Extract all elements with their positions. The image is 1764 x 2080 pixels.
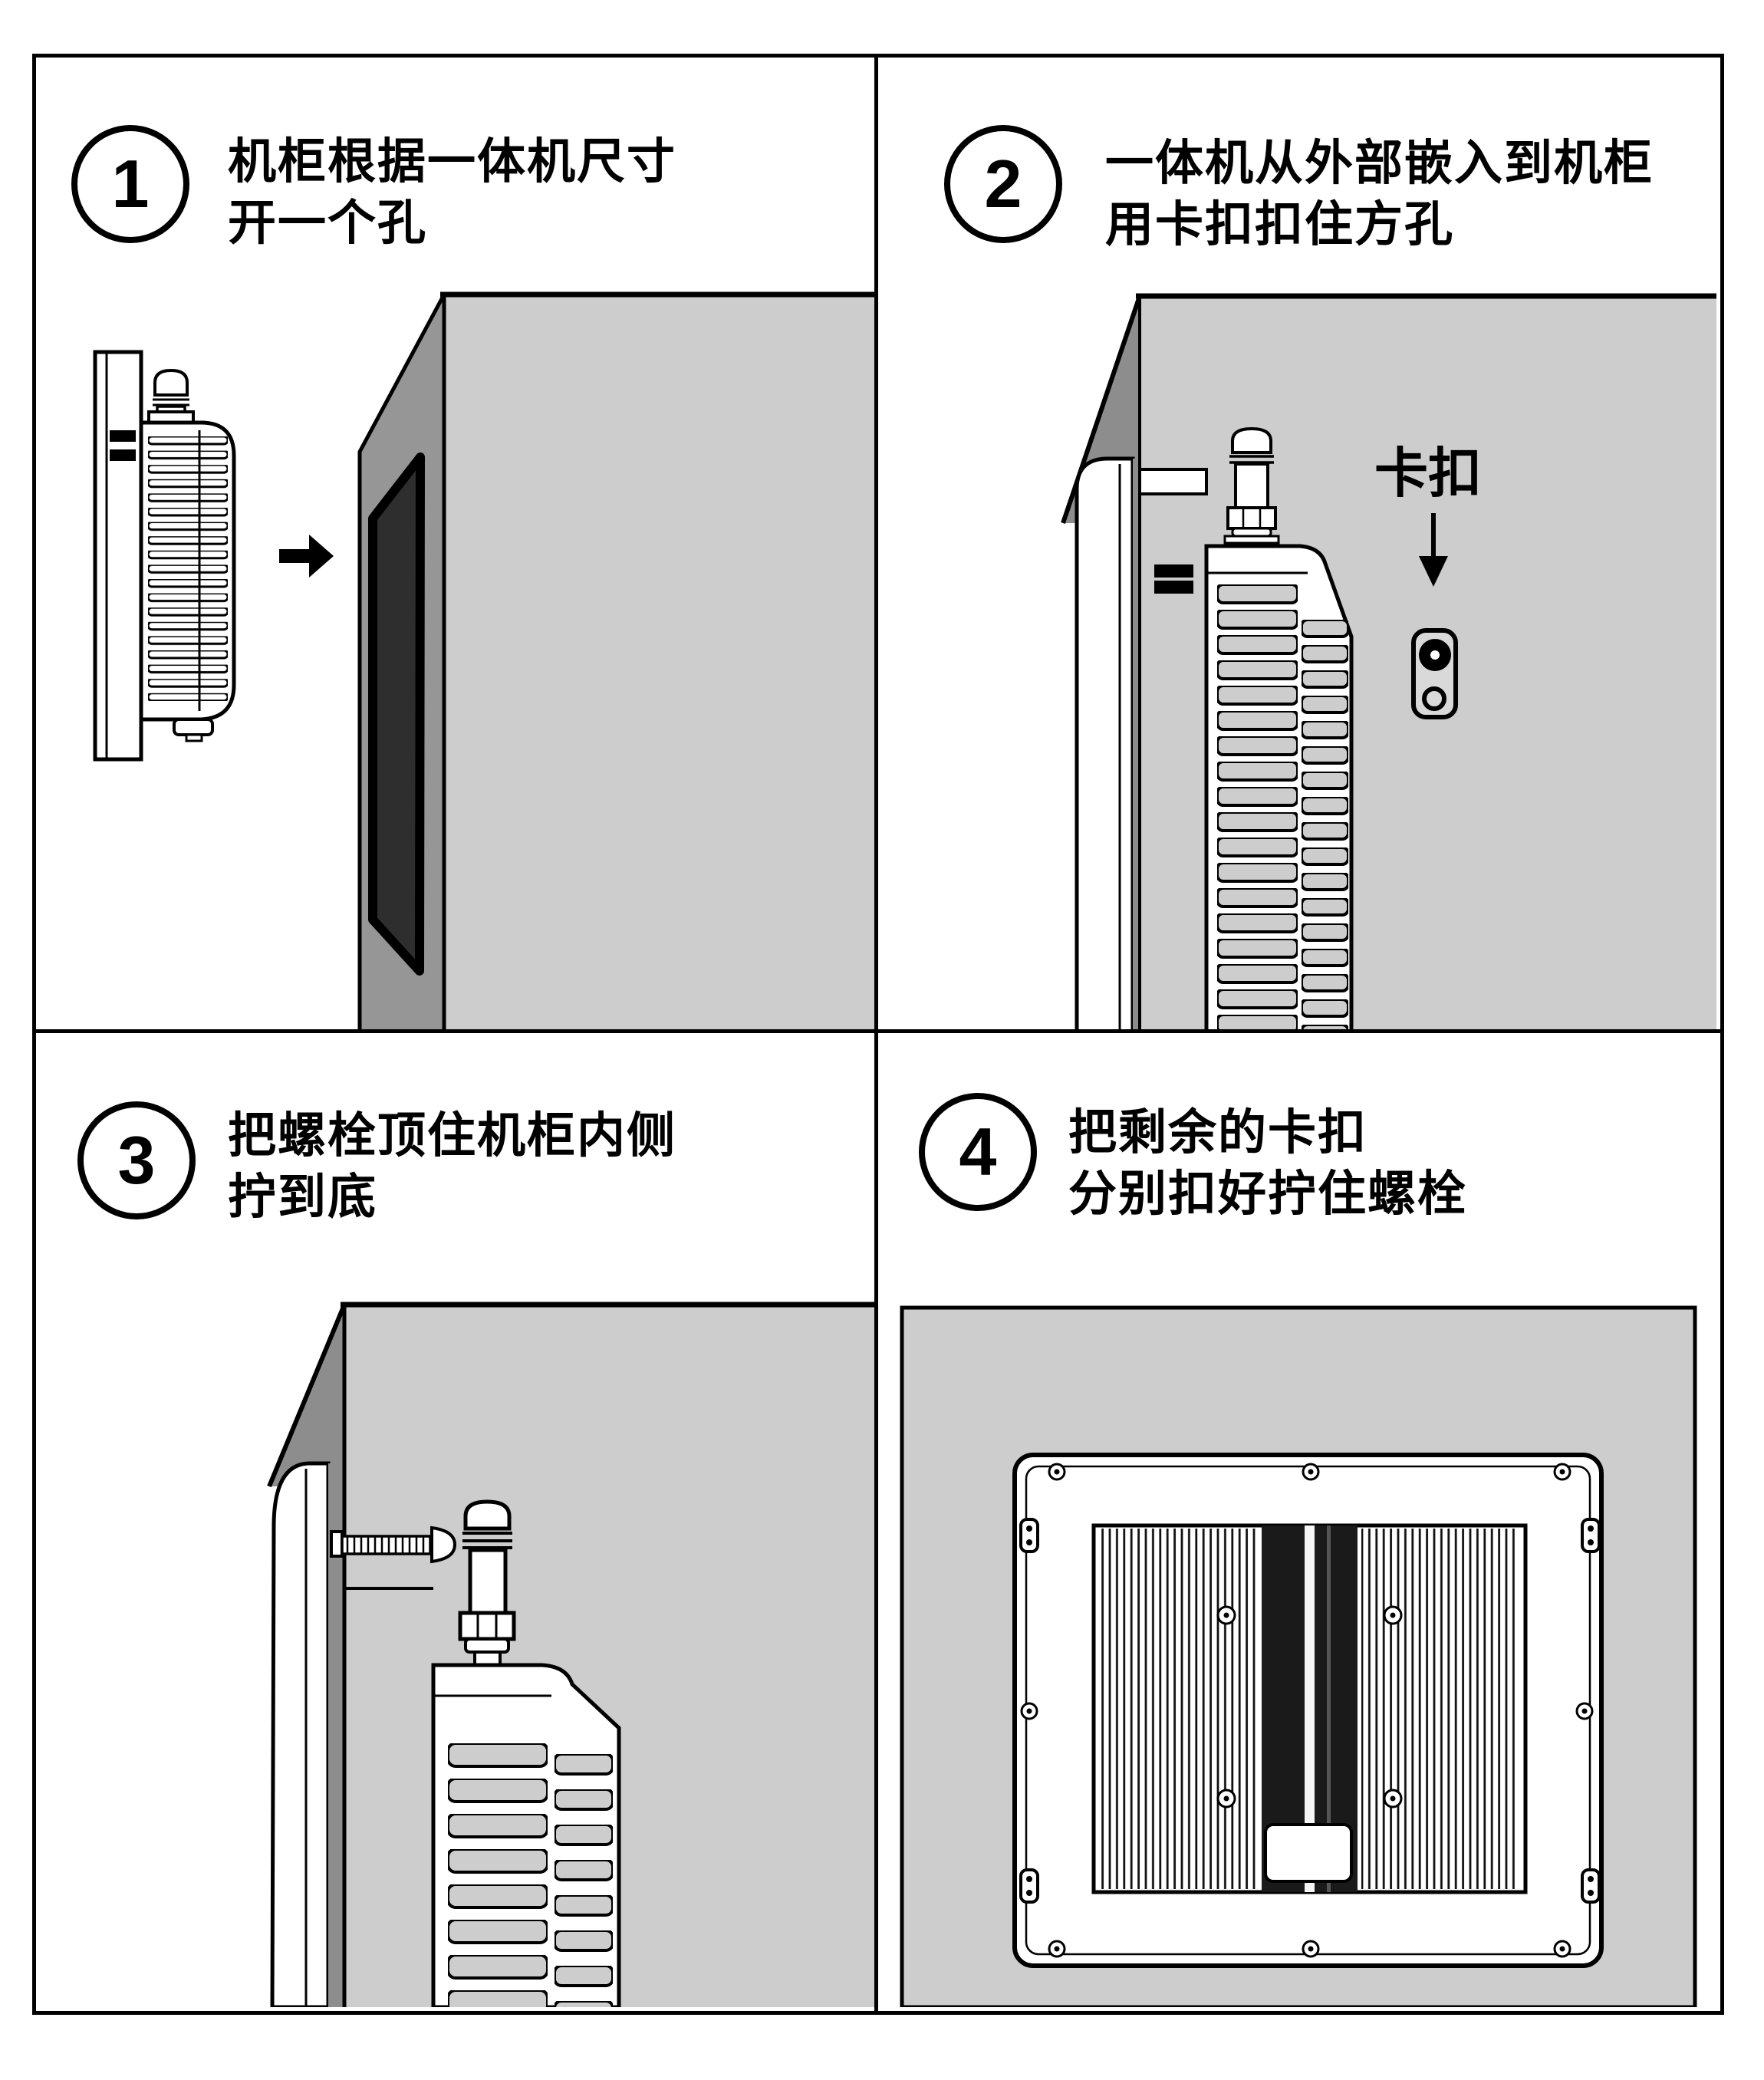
bezel-edge-outside — [1075, 456, 1135, 1029]
panel-pc-rear-view — [1012, 1453, 1604, 1968]
heatsink-fins — [148, 436, 228, 701]
caption-line: 机柜根据一体机尺寸 — [228, 135, 676, 189]
buckle-part — [1411, 628, 1458, 719]
antenna — [458, 1499, 516, 1667]
step-number: 4 — [959, 1114, 997, 1190]
bolt-threads — [346, 1537, 425, 1553]
heatsink-fins — [1217, 584, 1298, 1029]
buckle-callout: 卡扣 — [1374, 443, 1482, 719]
bottom-connector — [173, 718, 214, 736]
rear-heatsink — [1091, 1523, 1528, 1894]
bolt-head — [430, 1525, 457, 1564]
step-1-caption: 机柜根据一体机尺寸 开一个孔 — [228, 131, 676, 254]
step-2-number-badge: 2 — [944, 125, 1062, 243]
bezel-edge-outside — [270, 1461, 331, 2007]
step-number: 3 — [117, 1122, 156, 1198]
caption-line: 把剩余的卡扣 — [1068, 1106, 1367, 1160]
step-2-caption: 一体机从外部嵌入到机柜 用卡扣扣住方孔 — [1105, 133, 1654, 255]
panel-pc-through-wall — [1154, 426, 1354, 1029]
panel-step-2: 2 一体机从外部嵌入到机柜 用卡扣扣住方孔 — [878, 58, 1720, 1033]
caption-line: 用卡扣扣住方孔 — [1105, 198, 1454, 252]
caption-line: 一体机从外部嵌入到机柜 — [1105, 137, 1654, 190]
four-step-grid: 1 机柜根据一体机尺寸 开一个孔 — [32, 54, 1724, 2015]
bolt-tip-bracket — [330, 1530, 344, 1558]
heatsink-fins-side — [555, 1754, 613, 2007]
connector-marks — [1154, 564, 1193, 578]
heatsink-fins — [448, 1743, 548, 2007]
center-module-box — [1264, 1823, 1353, 1883]
buckle-brackets — [1019, 1518, 1601, 1904]
step-1-number-badge: 1 — [71, 125, 189, 243]
buckle-label: 卡扣 — [1374, 443, 1482, 503]
arrow-right-icon — [279, 535, 334, 578]
front-bezel-edge — [93, 350, 143, 762]
cabinet-inner-wall — [1061, 293, 1716, 1029]
panel1-illustration — [93, 291, 874, 1029]
cabinet-side-face — [444, 295, 874, 1029]
antenna-nut — [458, 1611, 516, 1641]
panel2-illustration: 卡扣 — [1061, 293, 1716, 1029]
step-number: 2 — [984, 146, 1022, 222]
step-4-number-badge: 4 — [919, 1093, 1037, 1211]
cabinet-cutout-hole — [368, 453, 425, 976]
caption-line: 分别扣好拧住螺栓 — [1068, 1167, 1467, 1221]
caption-line: 把螺栓顶住机柜内侧 — [228, 1109, 676, 1163]
panel-pc-side-view — [93, 350, 236, 762]
step-3-caption: 把螺栓顶住机柜内侧 拧到底 — [228, 1105, 676, 1228]
panel-pc-top-close-up — [431, 1663, 621, 2007]
bezel-step — [1138, 468, 1208, 495]
heatsink-fins-side — [1302, 620, 1348, 1029]
connector-marks — [110, 430, 136, 442]
step-3-number-badge: 3 — [77, 1101, 196, 1219]
antenna-body — [1234, 462, 1269, 509]
panel-step-3: 3 把螺栓顶住机柜内侧 拧到底 — [36, 1033, 878, 2011]
caption-line: 开一个孔 — [228, 196, 427, 250]
antenna-body — [468, 1548, 508, 1615]
panel4-illustration — [900, 1305, 1697, 2007]
antenna-nut — [1226, 506, 1277, 530]
panel-step-4: 4 把剩余的卡扣 分别扣好拧住螺栓 — [878, 1033, 1720, 2011]
panel3-illustration — [267, 1302, 874, 2007]
caption-line: 拧到底 — [228, 1170, 377, 1224]
antenna-dome — [463, 1499, 512, 1531]
antenna-dome — [153, 368, 189, 397]
antenna-dome — [1231, 426, 1272, 454]
heatsink-fins-left — [1099, 1529, 1256, 1889]
step-number: 1 — [111, 146, 150, 222]
step-4-caption: 把剩余的卡扣 分别扣好拧住螺栓 — [1068, 1102, 1467, 1225]
cabinet-3d-view — [357, 291, 874, 1029]
heatsink-fins-right — [1361, 1529, 1519, 1889]
clamp-bolt — [330, 1525, 457, 1564]
panel-step-1: 1 机柜根据一体机尺寸 开一个孔 — [36, 58, 878, 1033]
